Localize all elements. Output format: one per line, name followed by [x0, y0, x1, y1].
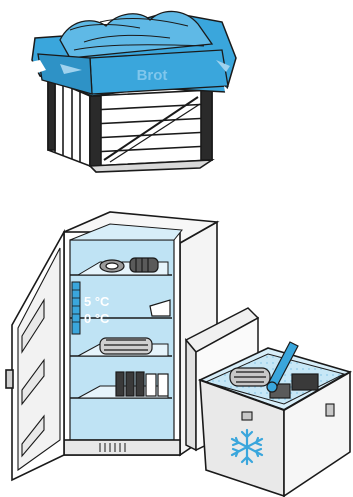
food-items-lower-shelf [116, 372, 168, 396]
temperature-label-upper: 5 °C [84, 294, 110, 309]
temperature-label-lower: 0 °C [84, 311, 110, 326]
refrigerator-door [6, 232, 64, 480]
bread-crate: Brot [30, 11, 236, 172]
fridge-thermometer [72, 282, 80, 334]
bread-cover [30, 11, 236, 98]
bread-cover-label: Brot [137, 67, 168, 84]
